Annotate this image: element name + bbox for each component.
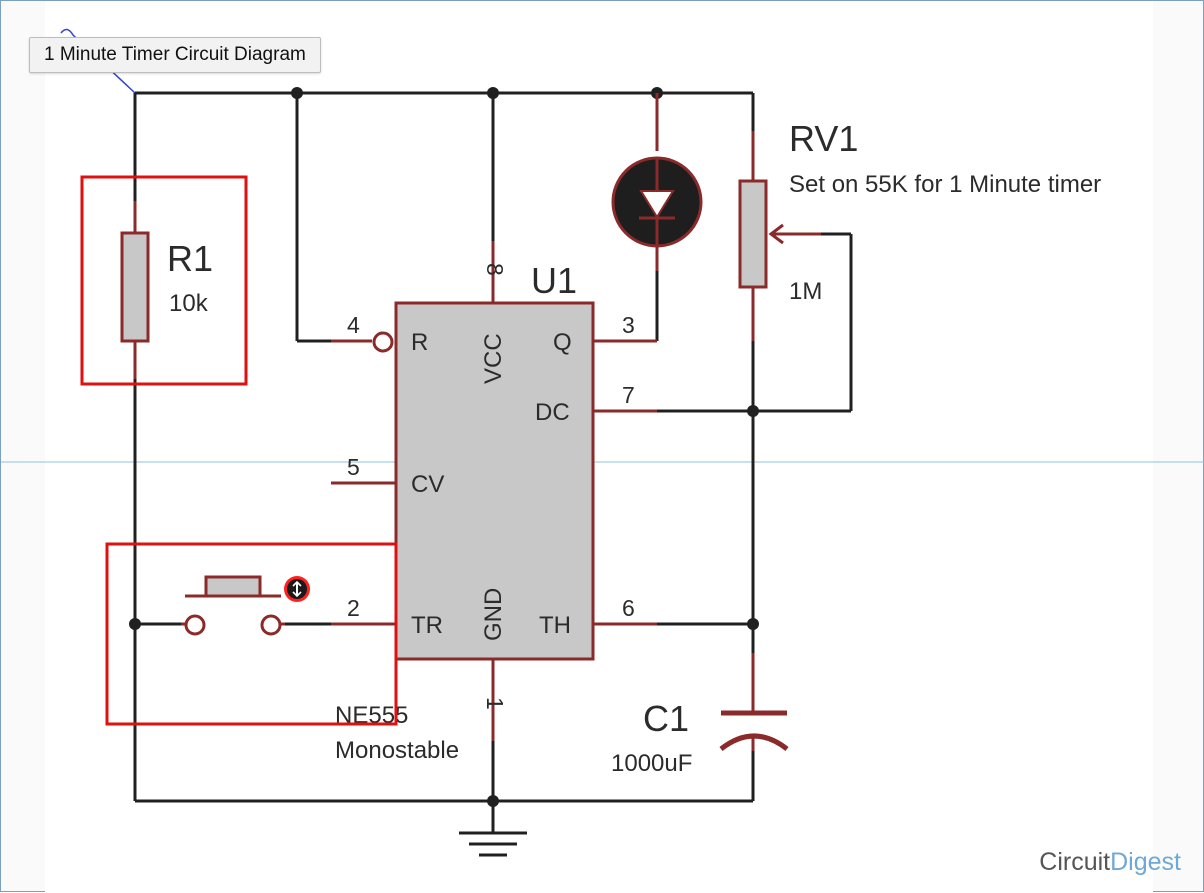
rv1-value: 1M (789, 278, 822, 305)
ground-symbol (459, 831, 527, 857)
pin-name-th: TH (539, 612, 571, 639)
ic-mode-label: Monostable (335, 737, 459, 764)
pin-name-tr: TR (411, 612, 443, 639)
pin-number-7: 7 (622, 382, 635, 408)
reset-inversion-bubble (372, 331, 394, 353)
push-button (181, 575, 285, 636)
pin-number-2: 2 (347, 595, 360, 621)
r1-value: 10k (169, 290, 209, 317)
highlight-box-switch (105, 542, 398, 726)
pin-name-dc: DC (535, 399, 570, 426)
junction-dot (487, 795, 499, 807)
pin-name-vcc: VCC (480, 333, 507, 384)
junction-dot (129, 618, 141, 630)
circuitdigest-logo: CircuitDigest (1039, 848, 1181, 877)
highlight-box-r1 (80, 175, 248, 386)
pin-number-6: 6 (622, 595, 635, 621)
pin-name-cv: CV (411, 471, 444, 498)
junction-dot (747, 618, 759, 630)
switch-toggle-icon[interactable] (284, 576, 310, 602)
r1-ref: R1 (167, 238, 213, 279)
brand-part-1: Circuit (1039, 848, 1111, 876)
c1-ref: C1 (643, 698, 689, 739)
probe-marker (60, 28, 136, 94)
c1-value: 1000uF (611, 750, 692, 777)
pin-number-8: 8 (482, 263, 508, 276)
brand-part-2: Digest (1110, 848, 1181, 876)
pin-name-r: R (411, 329, 428, 356)
schematic-canvas (45, 1, 1153, 893)
ic-555 (331, 241, 657, 741)
junction-dot (487, 87, 499, 99)
rv1-note: Set on 55K for 1 Minute timer (789, 171, 1101, 198)
led-indicator (611, 93, 703, 271)
pin-name-q: Q (553, 329, 572, 356)
diagram-title-tooltip: 1 Minute Timer Circuit Diagram (29, 37, 321, 73)
potentiometer-rv1 (738, 131, 821, 341)
pin-number-1: 1 (482, 697, 508, 710)
pin-number-4: 4 (347, 312, 360, 338)
pin-name-gnd: GND (480, 588, 507, 641)
u1-ref: U1 (531, 260, 577, 301)
pin-number-5: 5 (347, 454, 360, 480)
rv1-ref: RV1 (789, 118, 858, 159)
pin-number-3: 3 (622, 312, 635, 338)
junction-dot (291, 87, 303, 99)
capacitor-c1 (719, 653, 789, 751)
junction-dot (747, 405, 759, 417)
resistor-r1 (120, 201, 150, 379)
